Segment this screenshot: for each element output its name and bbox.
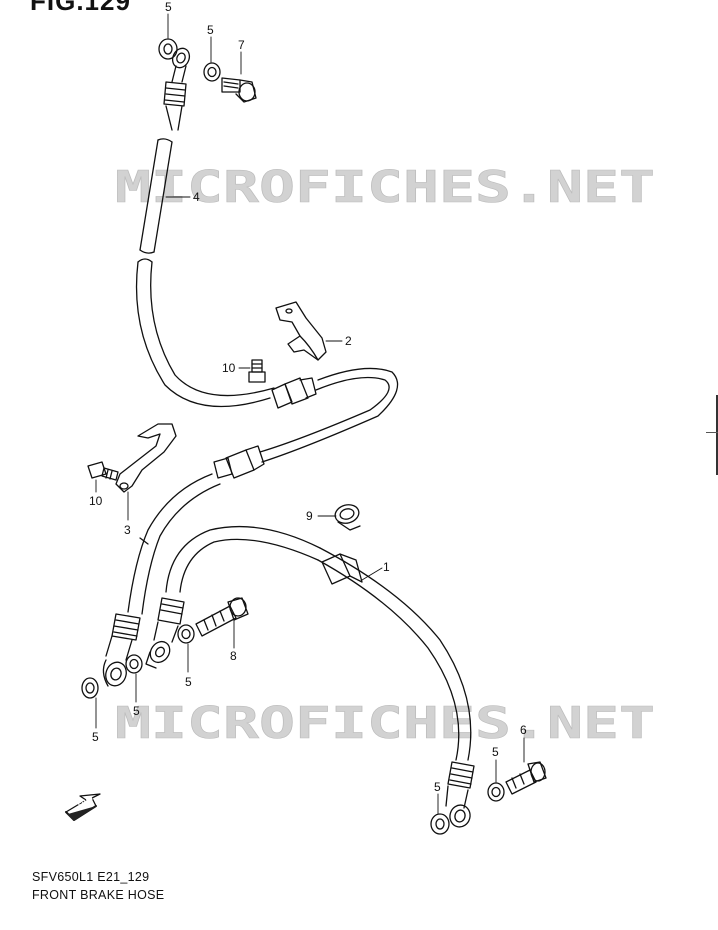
callout-5-middle: 5 bbox=[185, 675, 192, 689]
washer-5-left-b bbox=[125, 654, 143, 674]
callout-5-bottom-left: 5 bbox=[434, 780, 441, 794]
hose-clip-9 bbox=[334, 504, 361, 531]
washer-5-middle bbox=[177, 624, 195, 644]
callout-10-upper: 10 bbox=[222, 361, 236, 375]
callout-9: 9 bbox=[306, 509, 313, 523]
washer-5-upper-right bbox=[203, 62, 221, 82]
bolt-10-upper bbox=[248, 359, 266, 383]
callout-1: 1 bbox=[383, 560, 390, 574]
washer-5-lower-left bbox=[81, 677, 99, 699]
brake-hose-left bbox=[102, 473, 221, 687]
figure-title: FIG.129 bbox=[30, 0, 131, 16]
brake-hose-4 bbox=[135, 47, 317, 409]
callout-4: 4 bbox=[193, 190, 200, 204]
fwd-arrow-icon bbox=[65, 793, 101, 821]
washer-5-bottom-right bbox=[487, 782, 505, 802]
washer-5-bottom-left bbox=[430, 813, 450, 835]
callout-5-top: 5 bbox=[165, 0, 172, 14]
callout-7: 7 bbox=[238, 38, 245, 52]
washer-5-top bbox=[158, 38, 178, 60]
callout-5-upper-right: 5 bbox=[207, 23, 214, 37]
page-edge-tick bbox=[706, 432, 718, 433]
callout-5-left-b: 5 bbox=[133, 704, 140, 718]
clamp-3 bbox=[115, 423, 177, 493]
page-edge-mark bbox=[716, 395, 718, 475]
brake-hose-middle bbox=[145, 525, 321, 669]
union-bolt-7 bbox=[221, 77, 257, 103]
hose-crossover bbox=[213, 367, 399, 479]
callout-6: 6 bbox=[520, 723, 527, 737]
bolt-10-lower bbox=[87, 461, 119, 481]
callout-10-lower: 10 bbox=[89, 494, 103, 508]
watermark-top: MICROFICHES.NET bbox=[115, 162, 655, 213]
diagram-caption: FRONT BRAKE HOSE bbox=[32, 888, 165, 902]
model-code: SFV650L1 E21_129 bbox=[32, 870, 150, 884]
union-bolt-8 bbox=[195, 597, 249, 637]
callout-5-bottom-right: 5 bbox=[492, 745, 499, 759]
callout-labels: 5 5 7 4 2 10 10 3 9 1 8 5 5 5 6 5 5 bbox=[89, 0, 527, 794]
clamp-2 bbox=[275, 301, 327, 361]
callout-8: 8 bbox=[230, 649, 237, 663]
union-bolt-6 bbox=[505, 761, 547, 795]
watermark-bottom: MICROFICHES.NET bbox=[115, 698, 655, 749]
callout-5-lower-left: 5 bbox=[92, 730, 99, 744]
leader-lines bbox=[95, 13, 525, 815]
callout-2: 2 bbox=[345, 334, 352, 348]
brake-hose-1 bbox=[317, 547, 475, 828]
callout-3: 3 bbox=[124, 523, 131, 537]
